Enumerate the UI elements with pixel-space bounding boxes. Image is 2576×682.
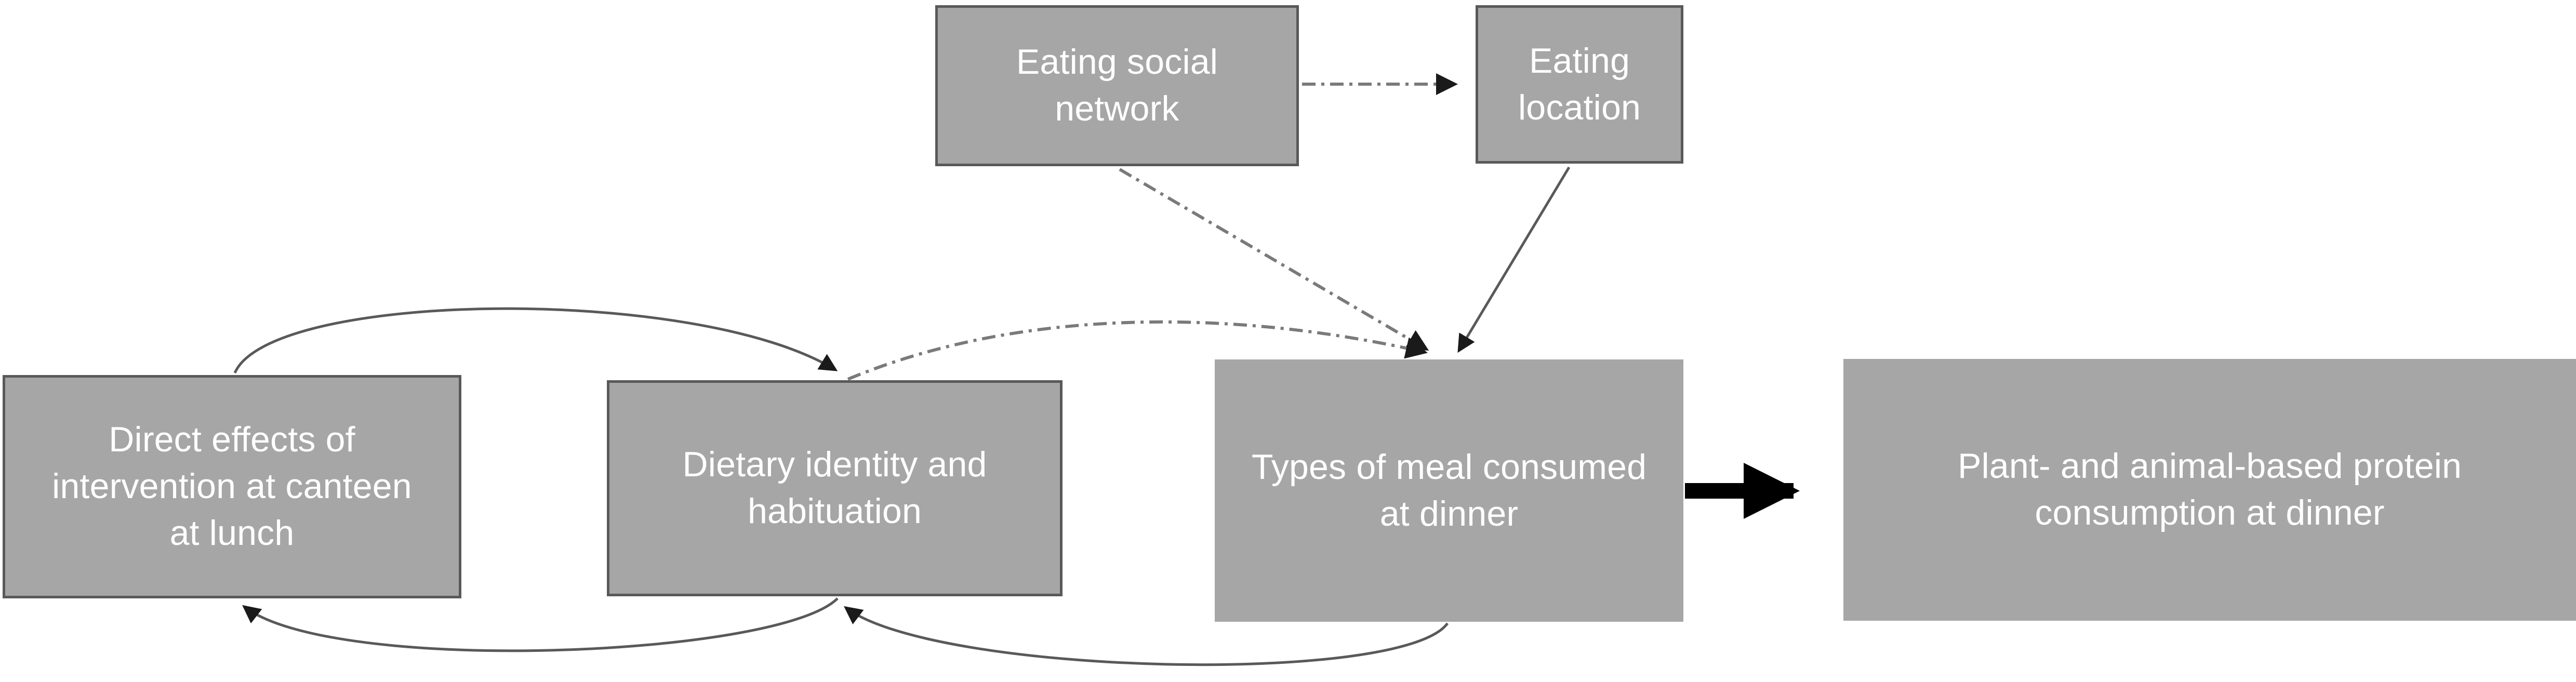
edge-dietary-identity-to-direct-effects bbox=[242, 597, 839, 652]
node-plant-and-animal-based-protein[interactable]: Plant- and animal-based protein consumpt… bbox=[1843, 359, 2576, 621]
node-types-of-meal-consumed-at-dinner[interactable]: Types of meal consumed at dinner bbox=[1215, 359, 1683, 622]
node-label-direct-effects-of-intervention: Direct effects of intervention at cantee… bbox=[52, 420, 412, 553]
node-label-plant-and-animal-based-protein: Plant- and animal-based protein consumpt… bbox=[1957, 446, 2462, 532]
node-label-types-of-meal-consumed-at-dinner: Types of meal consumed at dinner bbox=[1251, 447, 1647, 533]
node-eating-location[interactable]: Eating location bbox=[1476, 5, 1683, 164]
edge-social-network-to-meal-types bbox=[1119, 168, 1429, 351]
node-direct-effects-of-intervention[interactable]: Direct effects of intervention at cantee… bbox=[3, 375, 461, 598]
node-dietary-identity-and-habituation[interactable]: Dietary identity and habituation bbox=[607, 380, 1063, 596]
node-label-eating-location: Eating location bbox=[1518, 41, 1641, 127]
node-label-eating-social-network: Eating social network bbox=[1016, 42, 1218, 128]
node-eating-social-network[interactable]: Eating social network bbox=[935, 5, 1299, 166]
node-label-dietary-identity-and-habituation: Dietary identity and habituation bbox=[682, 445, 987, 531]
edge-location-to-meal-types bbox=[1457, 166, 1571, 353]
edge-direct-effects-to-dietary-identity bbox=[233, 307, 838, 373]
